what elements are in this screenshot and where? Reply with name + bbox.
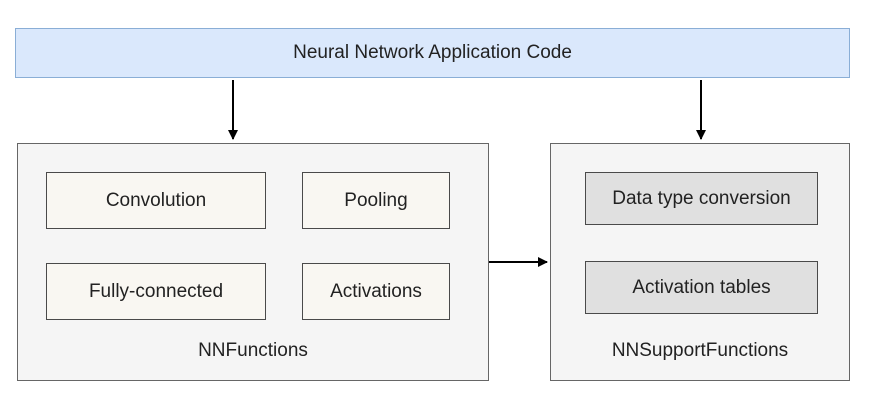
data-type-conversion-block: Data type conversion: [585, 172, 818, 225]
application-code-label: Neural Network Application Code: [293, 42, 572, 63]
data-type-conversion-label: Data type conversion: [612, 187, 791, 209]
activation-tables-label: Activation tables: [632, 276, 771, 298]
convolution-label: Convolution: [105, 189, 207, 211]
activations-label: Activations: [330, 280, 422, 302]
convolution-block: Convolution: [46, 172, 266, 229]
nn-functions-label: NNFunctions: [198, 340, 308, 361]
activations-block: Activations: [302, 263, 450, 320]
application-code-block: Neural Network Application Code: [15, 28, 850, 78]
nn-support-functions-label: NNSupportFunctions: [611, 340, 789, 361]
pooling-label: Pooling: [344, 189, 408, 211]
fully-connected-label: Fully-connected: [88, 280, 224, 302]
fully-connected-block: Fully-connected: [46, 263, 266, 320]
pooling-block: Pooling: [302, 172, 450, 229]
activation-tables-block: Activation tables: [585, 261, 818, 314]
